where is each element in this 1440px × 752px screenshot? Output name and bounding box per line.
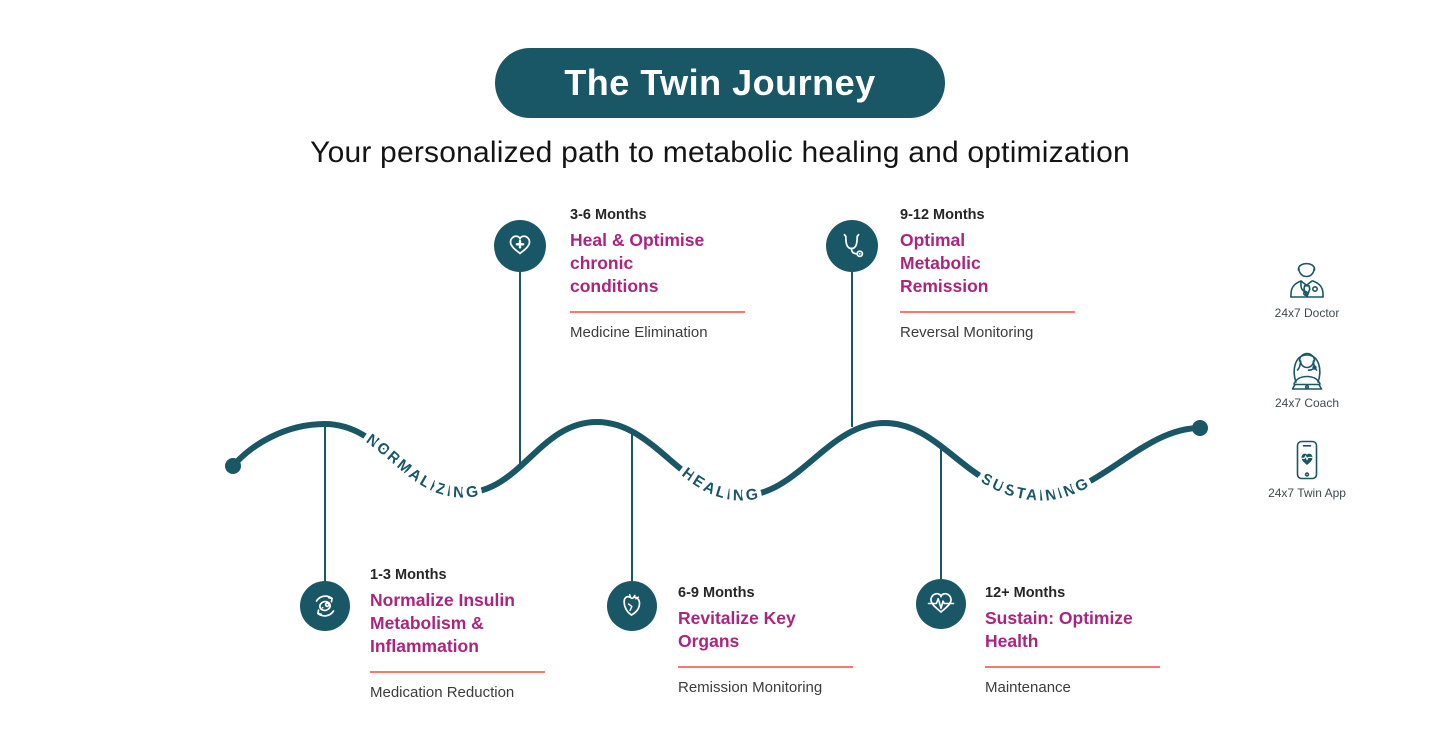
phase-label-normalizing: NORMALIZING bbox=[363, 431, 481, 502]
doctor-icon bbox=[1290, 262, 1324, 298]
phase-label-text: SUSTAINING bbox=[974, 466, 1096, 509]
phase-label-text: HEALING bbox=[674, 460, 764, 509]
title-pill: The Twin Journey bbox=[495, 48, 945, 118]
milestone-sustain-health: 12+ Months Sustain: Optimize Health Main… bbox=[985, 584, 1185, 696]
milestone-sublabel: Remission Monitoring bbox=[678, 679, 823, 696]
support-item-twin-app: 24x7 Twin App bbox=[1268, 436, 1346, 500]
milestone-underline bbox=[570, 311, 745, 313]
milestone-title: Heal & Optimise chronic conditions bbox=[570, 230, 705, 296]
milestone-period: 6-9 Months bbox=[678, 585, 755, 601]
support-column: 24x7 Doctor 24x7 Coach bbox=[1252, 256, 1362, 500]
support-label: 24x7 Coach bbox=[1274, 396, 1340, 410]
subtitle: Your personalized path to metabolic heal… bbox=[310, 136, 1130, 169]
coach-icon bbox=[1291, 352, 1323, 390]
milestone-node bbox=[300, 581, 350, 631]
organ-heart-icon bbox=[623, 594, 641, 616]
milestone-heal-optimise: 3-6 Months Heal & Optimise chronic condi… bbox=[570, 206, 770, 341]
stethoscope-icon bbox=[843, 233, 864, 258]
milestone-node bbox=[916, 579, 966, 629]
heart-pulse-icon bbox=[927, 592, 955, 613]
twin-app-icon bbox=[1296, 440, 1318, 480]
milestone-node bbox=[826, 220, 878, 272]
curve-start-dot bbox=[225, 458, 241, 474]
metabolism-icon bbox=[315, 595, 335, 617]
milestone-sublabel: Medication Reduction bbox=[370, 684, 515, 701]
milestone-revitalize-organs: 6-9 Months Revitalize Key Organs Remissi… bbox=[678, 584, 878, 696]
milestone-underline bbox=[370, 671, 545, 673]
milestone-sublabel: Maintenance bbox=[985, 679, 1071, 696]
support-label: 24x7 Twin App bbox=[1268, 486, 1346, 500]
journey-curve bbox=[230, 418, 1203, 500]
milestone-metabolic-remission: 9-12 Months Optimal Metabolic Remission … bbox=[900, 206, 1100, 341]
milestone-title: Optimal Metabolic Remission bbox=[900, 230, 989, 296]
milestone-period: 12+ Months bbox=[985, 585, 1066, 601]
milestone-title: Sustain: Optimize Health bbox=[985, 608, 1133, 651]
milestone-period: 1-3 Months bbox=[370, 567, 447, 583]
milestone-nodes bbox=[300, 220, 966, 631]
phase-label-healing: HEALING bbox=[679, 465, 762, 505]
milestone-underline bbox=[900, 311, 1075, 313]
milestone-underline bbox=[678, 666, 853, 668]
support-item-doctor: 24x7 Doctor bbox=[1274, 256, 1340, 320]
milestone-title: Normalize Insulin Metabolism & Inflammat… bbox=[370, 590, 515, 656]
milestone-period: 3-6 Months bbox=[570, 207, 647, 223]
milestone-connectors bbox=[324, 272, 942, 581]
milestone-title: Revitalize Key Organs bbox=[678, 608, 796, 651]
page-title: The Twin Journey bbox=[564, 62, 876, 103]
milestone-period: 9-12 Months bbox=[900, 207, 985, 223]
support-label: 24x7 Doctor bbox=[1274, 306, 1340, 320]
phase-label-sustaining: SUSTAINING bbox=[978, 470, 1092, 504]
milestone-underline bbox=[985, 666, 1160, 668]
curve-end-dot bbox=[1192, 420, 1208, 436]
milestone-sublabel: Medicine Elimination bbox=[570, 324, 708, 341]
support-item-coach: 24x7 Coach bbox=[1275, 346, 1339, 410]
phase-label-text: NORMALIZING bbox=[359, 426, 484, 506]
milestone-normalize-insulin: 1-3 Months Normalize Insulin Metabolism … bbox=[370, 566, 570, 701]
milestone-sublabel: Reversal Monitoring bbox=[900, 324, 1034, 341]
heart-plus-icon bbox=[509, 235, 531, 255]
